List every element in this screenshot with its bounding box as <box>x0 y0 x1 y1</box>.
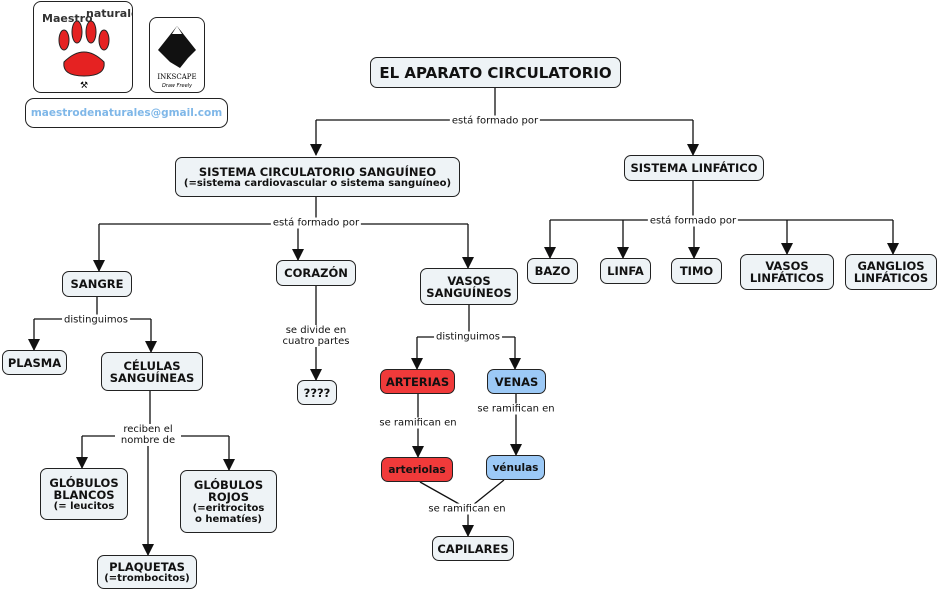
node-sistema-linfatico[interactable]: SISTEMA LINFÁTICO <box>624 155 764 181</box>
node-globulos-rojos[interactable]: GLÓBULOS ROJOS(=eritrocitos o hematíes) <box>180 470 277 533</box>
node-vasos-linfaticos[interactable]: VASOS LINFÁTICOS <box>740 254 834 290</box>
link-label: distinguimos <box>434 331 502 343</box>
node-timo[interactable]: TIMO <box>671 258 722 284</box>
svg-text:Maestro: Maestro <box>42 12 93 25</box>
node-aparato-circulatorio[interactable]: EL APARATO CIRCULATORIO <box>370 57 621 88</box>
email-contact[interactable]: maestrodenaturales@gmail.com <box>25 98 228 128</box>
node-globulos-blancos[interactable]: GLÓBULOS BLANCOS(= leucitos <box>40 468 128 520</box>
node-bazo[interactable]: BAZO <box>527 258 578 284</box>
node-subtext: (=eritrocitos o hematíes) <box>192 502 265 525</box>
link-label: se ramifican en <box>426 503 508 515</box>
node-sistema-circulatorio-sanguineo[interactable]: SISTEMA CIRCULATORIO SANGUÍNEO(=sistema … <box>175 157 460 197</box>
svg-text:INKSCAPE: INKSCAPE <box>157 73 196 81</box>
link-label: se divide en cuatro partes <box>280 325 352 347</box>
node-arterias[interactable]: ARTERIAS <box>380 369 455 394</box>
link-label: se ramifican en <box>377 417 459 429</box>
node-celulas-sanguineas[interactable]: CÉLULAS SANGUÍNEAS <box>101 352 203 391</box>
node-subtext: (= leucitos <box>53 500 115 512</box>
node-cuatro-partes[interactable]: ???? <box>297 380 337 405</box>
link-label: está formado por <box>270 217 362 229</box>
svg-text:⚒: ⚒ <box>80 81 88 91</box>
link-label: distinguimos <box>62 314 130 326</box>
node-text: SISTEMA CIRCULATORIO SANGUÍNEO <box>198 164 437 179</box>
node-arteriolas[interactable]: arteriolas <box>381 457 453 482</box>
node-vasos-sanguineos[interactable]: VASOS SANGUÍNEOS <box>420 268 518 305</box>
node-linfa[interactable]: LINFA <box>600 258 651 284</box>
link-label: reciben el nombre de <box>115 424 181 446</box>
node-plasma[interactable]: PLASMA <box>2 350 67 375</box>
node-capilares[interactable]: CAPILARES <box>432 536 514 561</box>
link-label: se ramifican en <box>475 403 557 415</box>
node-venulas[interactable]: vénulas <box>486 455 545 480</box>
node-plaquetas[interactable]: PLAQUETAS(=trombocitos) <box>97 555 197 589</box>
node-corazon[interactable]: CORAZÓN <box>276 260 356 286</box>
node-text: GLÓBULOS BLANCOS <box>49 475 119 502</box>
node-subtext: (=trombocitos) <box>104 572 190 584</box>
maestro-de-naturales-logo: Maestro naturales ⚒ <box>33 1 145 93</box>
node-text: PLAQUETAS <box>109 559 185 574</box>
svg-text:naturales: naturales <box>86 7 132 20</box>
node-ganglios-linfaticos[interactable]: GANGLIOS LINFÁTICOS <box>845 254 937 290</box>
node-sangre[interactable]: SANGRE <box>62 271 132 297</box>
node-subtext: (=sistema cardiovascular o sistema sangu… <box>183 177 452 189</box>
node-text: GLÓBULOS ROJOS <box>193 477 264 504</box>
link-label: está formado por <box>647 215 739 227</box>
node-venas[interactable]: VENAS <box>487 369 546 394</box>
svg-text:Draw Freely: Draw Freely <box>162 83 193 89</box>
link-label: está formado por <box>449 115 541 127</box>
inkscape-logo: INKSCAPE Draw Freely <box>149 17 205 93</box>
